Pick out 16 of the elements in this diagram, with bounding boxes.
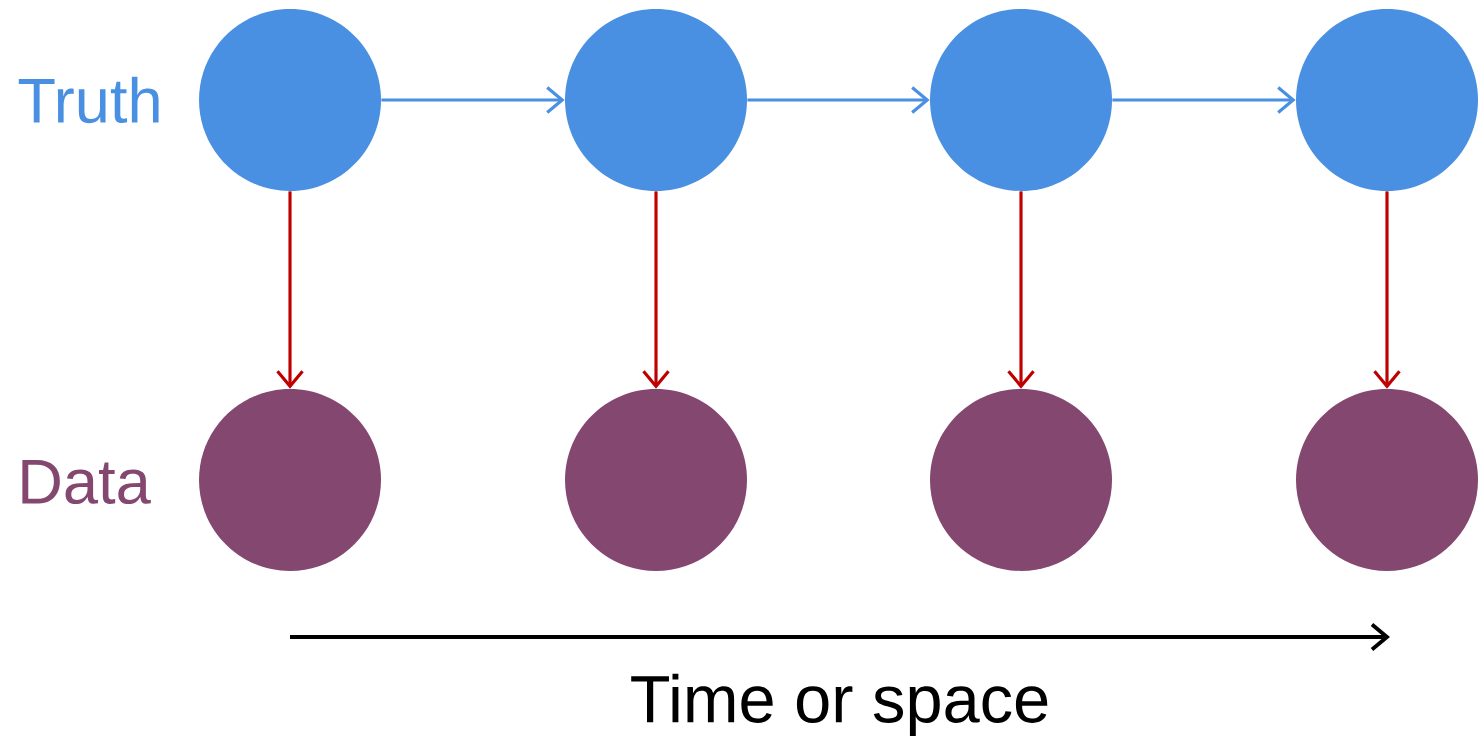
arrow <box>381 86 565 114</box>
circle-node <box>199 389 381 571</box>
arrow <box>642 191 670 389</box>
circle-node <box>199 9 381 191</box>
circle-node <box>930 9 1112 191</box>
arrow <box>1007 191 1035 389</box>
arrow <box>1112 86 1296 114</box>
circle-node <box>930 389 1112 571</box>
circle-node <box>1296 389 1478 571</box>
arrow <box>747 86 930 114</box>
arrow <box>276 191 304 389</box>
circle-node <box>1296 9 1478 191</box>
arrow <box>1373 191 1401 389</box>
circle-node <box>565 389 747 571</box>
circle-node <box>565 9 747 191</box>
axis-label: Time or space <box>631 673 1048 737</box>
